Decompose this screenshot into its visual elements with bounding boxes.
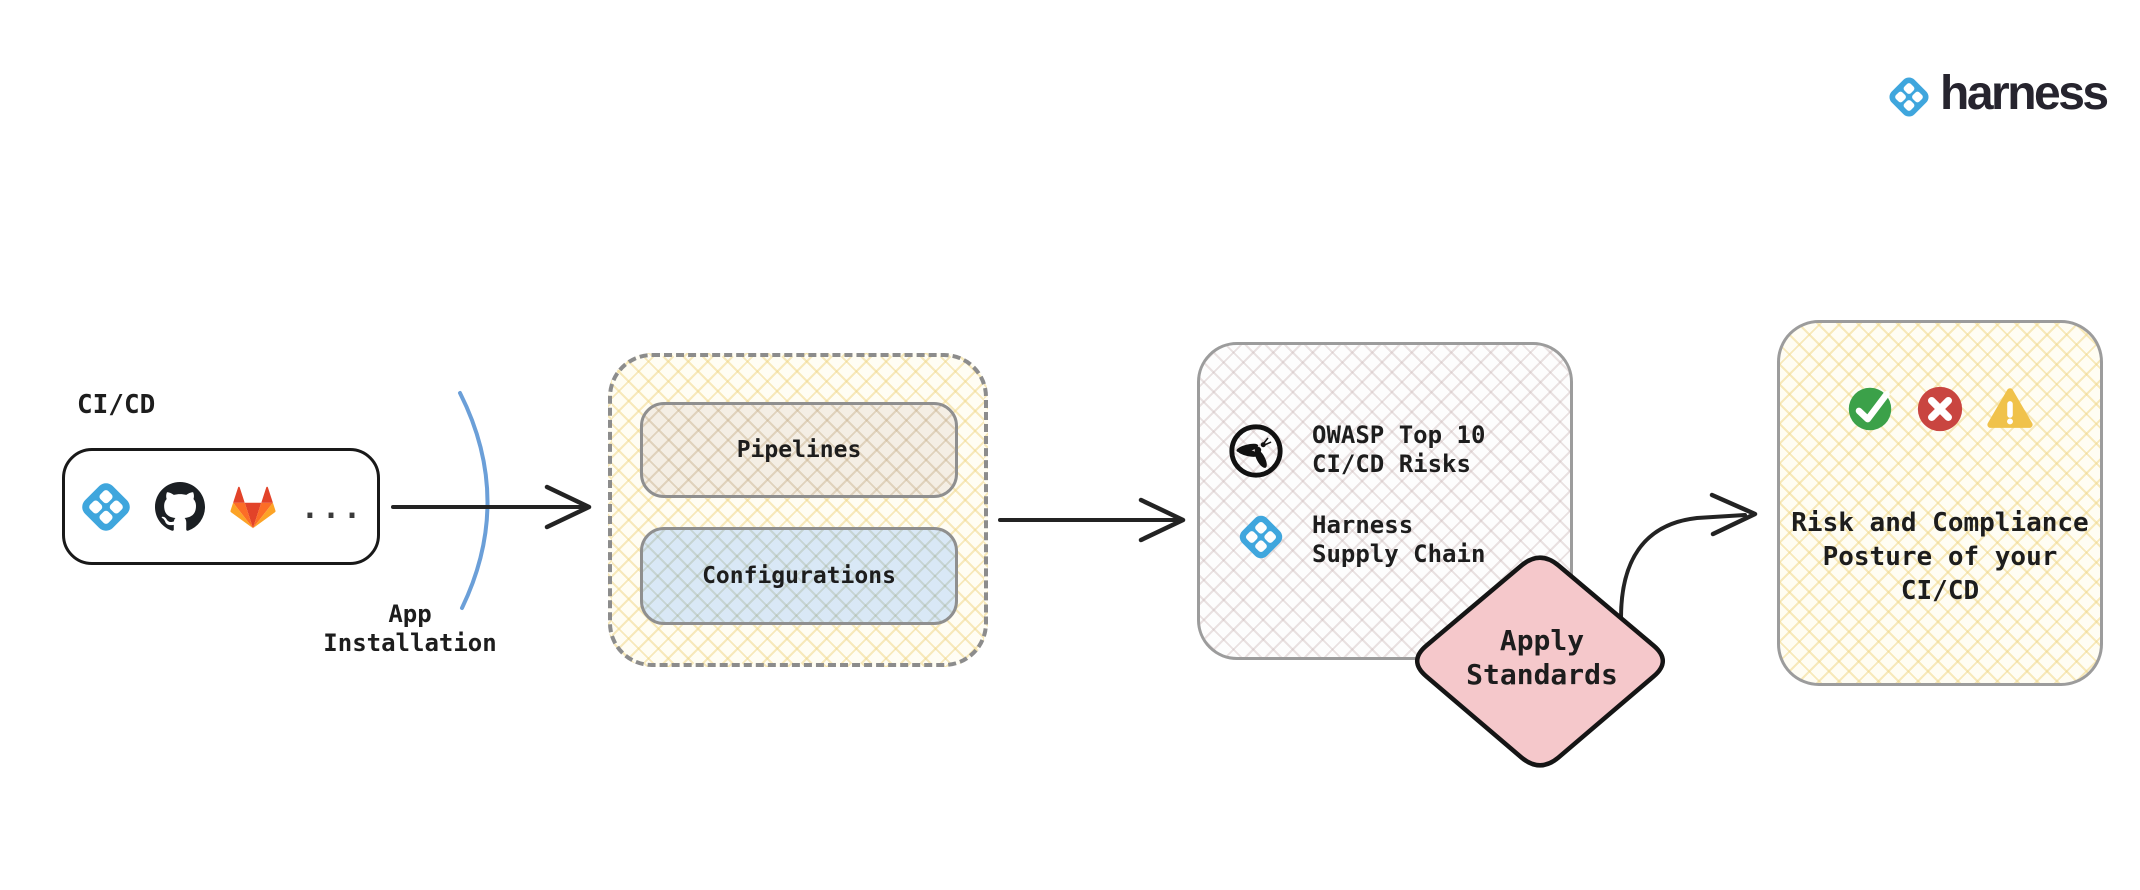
result-box: Risk and Compliance Posture of your CI/C… [1777,320,2103,686]
arrow-diamond-to-result [1619,492,1758,620]
harness-logo-text: harness [1940,67,2109,120]
ingest-group-box: Pipelines Configurations [608,353,988,667]
configurations-node: Configurations [640,527,958,625]
more-sources-ellipsis: ... [300,491,365,526]
arrow-sources-to-ingest [391,484,592,530]
result-line1: Risk and Compliance [1791,508,2089,538]
app-installation-line1: App [388,600,432,628]
cicd-sources-label: CI/CD [77,390,156,420]
harness-icon [1239,515,1283,559]
cicd-sources-box: ... [62,448,380,565]
supply-chain-line1: Harness [1312,511,1414,539]
app-installation-caption: App Installation [323,600,496,658]
owasp-risks-line1: OWASP Top 10 [1312,421,1486,449]
harness-logo-icon [1889,77,1929,117]
result-text: Risk and Compliance Posture of your CI/C… [1780,506,2100,608]
owasp-wasp-icon [1229,424,1283,478]
warning-icon [1987,388,2033,428]
harness-icon [82,482,130,531]
app-installation-line2: Installation [323,629,497,657]
check-icon [1848,387,1892,431]
result-line2: Posture of your [1822,542,2058,572]
supply-chain-text: Harness Supply Chain [1312,511,1485,569]
result-line3: CI/CD [1900,576,1980,606]
arrow-ingest-to-standards [998,497,1186,543]
github-icon [154,481,205,531]
cross-icon [1917,386,1963,432]
supply-chain-line2: Supply Chain [1312,540,1486,568]
configurations-label: Configurations [702,563,896,589]
status-icons-row [1780,385,2100,433]
owasp-risks-line2: CI/CD Risks [1312,450,1471,478]
app-installation-arc [458,391,490,610]
harness-logo: harness [1886,70,2109,120]
pipelines-label: Pipelines [736,437,862,463]
standards-box: OWASP Top 10 CI/CD Risks Harness Supply … [1197,342,1573,660]
pipelines-node: Pipelines [640,402,958,498]
apply-standards-line2: Standards [1466,658,1618,691]
apply-standards-label: Apply Standards [1466,624,1618,692]
apply-standards-line1: Apply [1499,624,1585,657]
owasp-risks-text: OWASP Top 10 CI/CD Risks [1312,421,1485,479]
gitlab-icon [230,486,276,528]
